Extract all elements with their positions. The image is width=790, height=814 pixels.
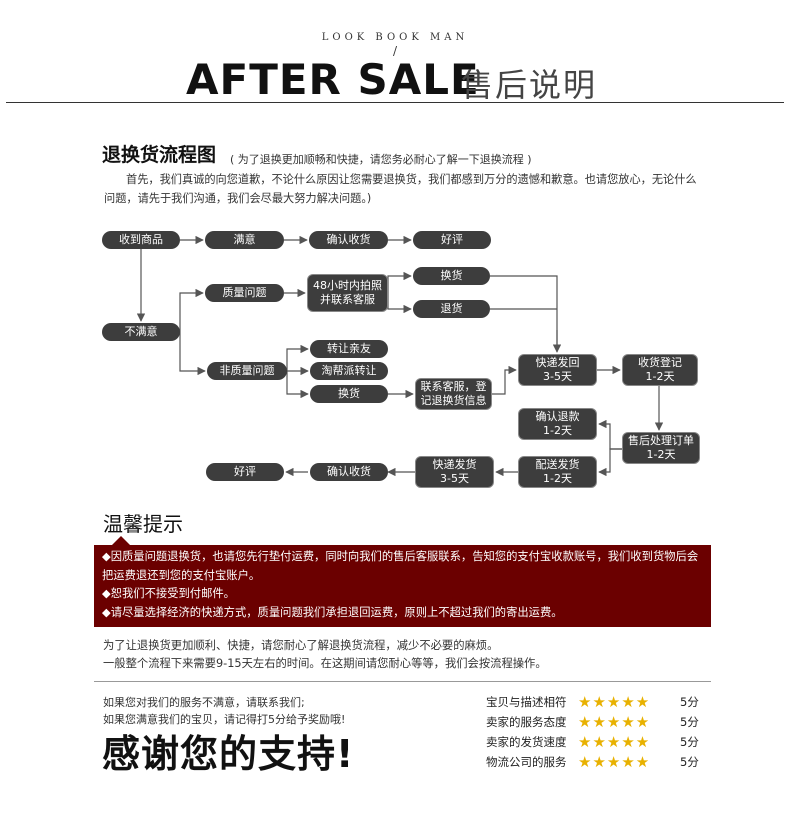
node-express-line2: 3-5天 <box>440 472 469 485</box>
node-transfer: 转让亲友 <box>310 340 388 358</box>
star-rating-icon: ★★★★★ <box>578 713 651 731</box>
node-contact-line2: 记退换货信息 <box>420 394 487 407</box>
node-satisfied: 满意 <box>205 231 284 249</box>
star-rating-icon: ★★★★★ <box>578 693 651 711</box>
footer-line-2: 如果您满意我们的宝贝，请记得打5分给予奖励哦! <box>103 713 346 726</box>
thanks-heading: 感谢您的支持! <box>102 732 355 776</box>
tip-item-2: ◆恕我们不接受到付邮件。 <box>102 587 235 600</box>
rating-label: 卖家的服务态度 <box>486 715 567 729</box>
node-dispatch-line2: 1-2天 <box>543 472 572 485</box>
footer-divider <box>94 681 711 682</box>
rating-row: 卖家的服务态度 ★★★★★ 5分 <box>486 712 702 732</box>
rating-label: 物流公司的服务 <box>486 755 567 769</box>
hero-title: AFTER SALE <box>186 55 480 104</box>
brand-slash: / <box>392 44 398 58</box>
node-register: 收货登记 1-2天 <box>622 354 698 386</box>
footer-line-1: 如果您对我们的服务不满意，请联系我们; <box>103 696 305 709</box>
node-exchange-quality: 换货 <box>413 267 490 285</box>
node-ship-back: 快递发回 3-5天 <box>518 354 597 386</box>
node-confirm-refund-line2: 1-2天 <box>543 424 572 437</box>
node-register-line2: 1-2天 <box>645 370 675 383</box>
node-quality: 质量问题 <box>205 284 284 302</box>
rating-label: 宝贝与描述相符 <box>486 695 567 709</box>
node-exchange-non-quality: 换货 <box>310 385 388 403</box>
star-rating-icon: ★★★★★ <box>578 753 651 771</box>
node-dispatch: 配送发货 1-2天 <box>518 456 597 488</box>
tips-note-1: 为了让退换货更加顺利、快捷，请您耐心了解退换货流程，减少不必要的麻烦。 <box>103 639 499 652</box>
node-receive: 收到商品 <box>102 231 180 249</box>
rating-score: 5分 <box>680 735 699 749</box>
node-return-quality: 退货 <box>413 300 490 318</box>
process-subtitle: ( 为了退换更加顺畅和快捷，请您务必耐心了解一下退换流程 ) <box>230 153 532 166</box>
star-rating-icon: ★★★★★ <box>578 733 651 751</box>
rating-score: 5分 <box>680 715 699 729</box>
node-ship-back-line2: 3-5天 <box>543 370 572 383</box>
rating-row: 卖家的发货速度 ★★★★★ 5分 <box>486 732 702 752</box>
node-good-top: 好评 <box>413 231 491 249</box>
node-handle-line2: 1-2天 <box>646 448 676 461</box>
node-contact-line1: 联系客服，登 <box>420 380 487 393</box>
rating-row: 宝贝与描述相符 ★★★★★ 5分 <box>486 692 702 712</box>
tip-item-3: ◆请尽量选择经济的快递方式，质量问题我们承担退回运费，原则上不超过我们的寄出运费… <box>102 605 563 619</box>
rating-label: 卖家的发货速度 <box>486 735 567 749</box>
node-unsatisfied: 不满意 <box>102 323 180 341</box>
top-divider <box>6 102 784 103</box>
node-express: 快递发货 3-5天 <box>415 456 494 488</box>
node-photo-line2: 并联系客服 <box>320 293 375 306</box>
tips-note-2: 一般整个流程下来需要9-15天左右的时间。在这期间请您耐心等等，我们会按流程操作… <box>103 657 547 670</box>
node-good-bottom: 好评 <box>206 463 284 481</box>
rating-score: 5分 <box>680 755 699 769</box>
tips-notch <box>112 536 130 545</box>
rating-row: 物流公司的服务 ★★★★★ 5分 <box>486 752 702 772</box>
node-non-quality: 非质量问题 <box>207 362 287 380</box>
node-express-line1: 快递发货 <box>432 458 477 471</box>
node-handle-order: 售后处理订单 1-2天 <box>622 432 700 464</box>
node-handle-line1: 售后处理订单 <box>628 434 694 447</box>
rating-score: 5分 <box>680 695 699 709</box>
tips-box: ◆因质量问题退换货，也请您先行垫付运费，同时向我们的售后客服联系，告知您的支付宝… <box>94 545 711 627</box>
node-resell: 淘帮派转让 <box>310 362 388 380</box>
brand-name: LOOK BOOK MAN <box>321 32 469 43</box>
node-confirm-refund: 确认退款 1-2天 <box>518 408 597 440</box>
node-confirm-refund-line1: 确认退款 <box>535 410 580 423</box>
node-photo-line1: 48小时内拍照 <box>313 279 382 292</box>
node-photo: 48小时内拍照 并联系客服 <box>307 274 388 312</box>
hero-title-cn: 售后说明 <box>461 66 598 104</box>
tip-item-1: ◆因质量问题退换货，也请您先行垫付运费，同时向我们的售后客服联系，告知您的支付宝… <box>102 550 699 582</box>
node-confirm-top: 确认收货 <box>309 231 388 249</box>
process-title: 退换货流程图 <box>102 144 217 166</box>
node-dispatch-line1: 配送发货 <box>535 458 580 471</box>
node-register-line1: 收货登记 <box>638 356 682 369</box>
node-confirm-bottom: 确认收货 <box>310 463 388 481</box>
process-intro: 首先，我们真诚的向您道歉，不论什么原因让您需要退换货，我们都感到万分的遗憾和歉意… <box>104 173 697 205</box>
node-contact: 联系客服，登 记退换货信息 <box>415 378 492 410</box>
node-ship-back-line1: 快递发回 <box>535 356 580 369</box>
tips-title: 温馨提示 <box>103 512 183 536</box>
